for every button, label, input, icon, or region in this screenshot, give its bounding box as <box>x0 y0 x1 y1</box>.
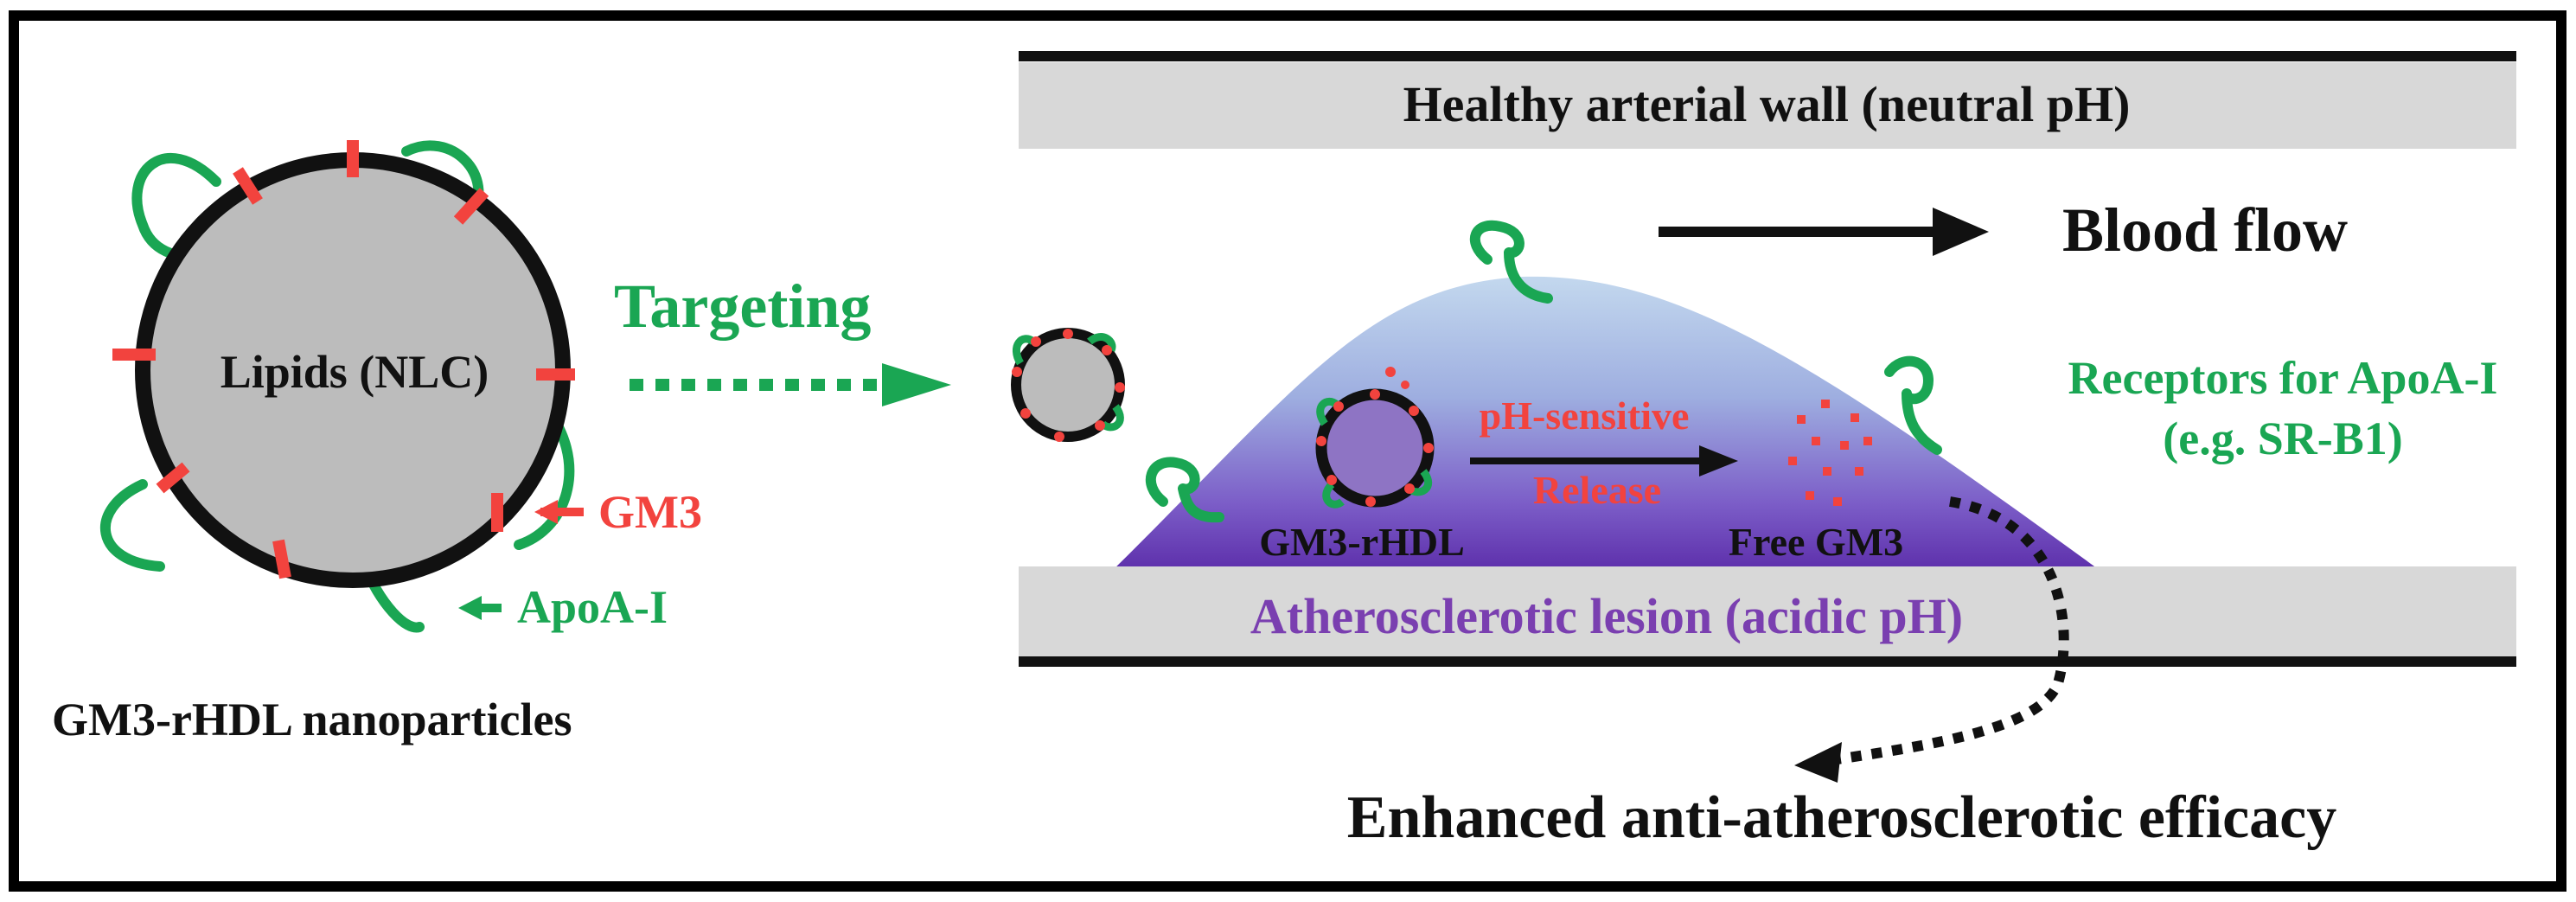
release-label-line2: Release <box>1533 468 1661 512</box>
gm3-marker <box>272 539 291 579</box>
free-gm3-dots <box>1788 400 1872 506</box>
lesion-label: Atherosclerotic lesion (acidic pH) <box>1250 588 1963 644</box>
apoa-receptor-squiggle <box>1145 457 1224 523</box>
lesion-wall-band <box>1019 566 2516 657</box>
targeting-arrow: Targeting <box>614 272 951 406</box>
nanoparticle-illustration: Lipids (NLC) GM3 ApoA-I GM3-rHDL nanopar… <box>52 140 702 745</box>
figure-frame <box>9 10 2566 892</box>
lesion-particle-label: GM3-rHDL <box>1259 520 1465 564</box>
outcome-label: Enhanced anti-atherosclerotic efficacy <box>1347 784 2336 851</box>
release-label-line1: pH-sensitive <box>1480 393 1690 438</box>
apoa-receptor-squiggle <box>1469 220 1553 304</box>
targeting-label: Targeting <box>614 272 871 341</box>
receptors-label-line2: (e.g. SR-B1) <box>2163 413 2402 464</box>
apoa-loop <box>99 479 165 572</box>
outcome-dotted-arrow <box>1824 496 2069 766</box>
receptors-label-line1: Receptors for ApoA-I <box>2068 352 2498 404</box>
lesion-gm3-rhdl-particle: GM3-rHDL <box>1259 367 1465 564</box>
blood-flow-label: Blood flow <box>2062 195 2348 265</box>
gm3-marker <box>453 188 489 225</box>
nanoparticle-caption: GM3-rHDL nanoparticles <box>52 694 572 745</box>
gm3-marker <box>156 462 190 494</box>
gm3-label: GM3 <box>598 486 702 538</box>
incoming-gm3-rhdl-particle <box>1011 328 1125 442</box>
apoa-receptor-squiggle <box>1884 355 1942 455</box>
free-gm3-label: Free GM3 <box>1729 520 1903 564</box>
healthy-wall-label: Healthy arterial wall (neutral pH) <box>1403 76 2131 132</box>
lipid-core-label: Lipids (NLC) <box>221 346 489 398</box>
healthy-wall-band <box>1019 62 2516 149</box>
apoa-label: ApoA-I <box>517 581 668 633</box>
gm3-marker <box>233 167 263 205</box>
